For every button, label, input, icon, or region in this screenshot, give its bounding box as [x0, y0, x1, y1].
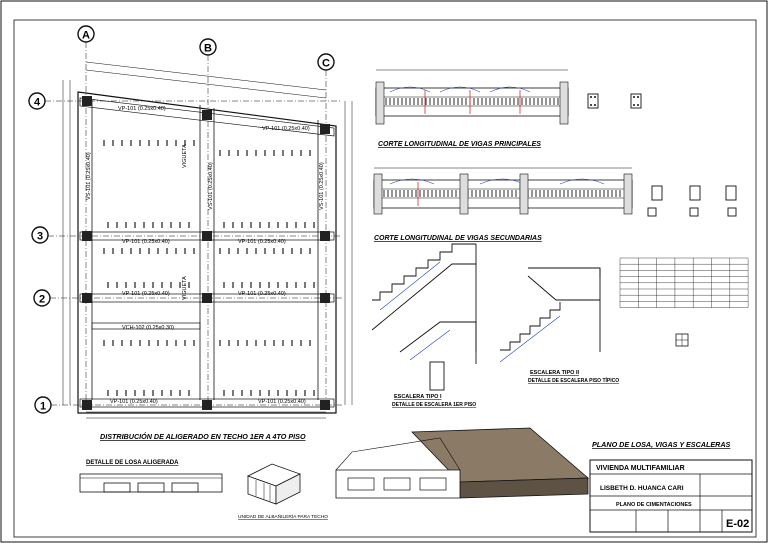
beam-label: VCH-102 (0.25x0.30) — [122, 325, 174, 331]
section-title: CORTE LONGITUDINAL DE VIGAS SECUNDARIAS — [374, 235, 542, 242]
dimension-lines — [62, 61, 353, 419]
small-detail — [675, 333, 689, 347]
vigueta-label: VIGUETA — [182, 276, 188, 300]
slab-outline — [77, 91, 337, 414]
slab-3d-section — [335, 427, 590, 499]
inner-border — [13, 19, 757, 538]
svg-text:2: 2 — [39, 294, 45, 306]
grid-bubble-b: B — [199, 38, 217, 56]
beam-label: VS-101 (0.25x0.40) — [319, 162, 325, 210]
stair-type-2: ESCALERA TIPO II DETALLE DE ESCALERA PIS… — [499, 267, 619, 384]
beam-label: VS-101 (0.25x0.40) — [208, 162, 214, 210]
plan-name: PLANO DE CIMENTACIONES — [616, 502, 692, 508]
detail-title: DETALLE DE LOSA ALIGERADA — [86, 460, 179, 466]
beam-label: VP-101 (0.25x0.40) — [122, 291, 170, 297]
floor-plan: A B C 4 3 2 1 — [28, 25, 353, 441]
slab-detail: DETALLE DE LOSA ALIGERADA — [79, 460, 223, 493]
project-name: VIVIENDA MULTIFAMILIAR — [596, 465, 685, 472]
stair-title: ESCALERA TIPO I — [394, 394, 442, 400]
beam-label: VP-101 (0.25x0.40) — [262, 126, 310, 132]
beam-label: VP-101 (0.25x0.40) — [258, 399, 306, 405]
stair-subtitle: DETALLE DE ESCALERA PISO TÍPICO — [528, 376, 619, 384]
beam-label: VP-101 (0.25x0.40) — [110, 399, 158, 405]
reinforcement-table — [619, 257, 749, 308]
beam-label: VS-101 (0.25x0.40) — [86, 152, 92, 200]
beam-label: VP-101 (0.25x0.40) — [238, 239, 286, 245]
grid-bubble-c: C — [317, 53, 335, 71]
svg-text:C: C — [322, 58, 330, 70]
joist-rebar-marks — [103, 140, 315, 396]
stair-subtitle: DETALLE DE ESCALERA 1ER PISO — [392, 402, 476, 408]
secondary-cross-sections — [647, 185, 737, 217]
stair-type-1: ESCALERA TIPO I DETALLE DE ESCALERA 1ER … — [371, 243, 477, 408]
beam-cross-sections — [587, 93, 642, 109]
title-block: VIVIENDA MULTIFAMILIAR LISBETH D. HUANCA… — [589, 459, 753, 533]
columns — [82, 96, 330, 410]
detail-title: UNIDAD DE ALBAÑILERÍA PARA TECHO — [238, 513, 328, 520]
beam-label: VP-101 (0.25x0.40) — [118, 106, 166, 112]
grid-bubble-4: 4 — [28, 92, 46, 110]
svg-text:3: 3 — [37, 231, 43, 243]
grid-bubble-2: 2 — [33, 289, 51, 307]
section-main-beams: CORTE LONGITUDINAL DE VIGAS PRINCIPALES — [375, 69, 642, 148]
svg-text:4: 4 — [34, 97, 41, 109]
sheet-subject-title: PLANO DE LOSA, VIGAS Y ESCALERAS — [592, 440, 731, 449]
vigueta-label: VIGUETA — [182, 144, 188, 168]
author-name: LISBETH D. HUANCA CARI — [600, 485, 684, 492]
grid-bubble-a: A — [77, 25, 95, 43]
section-secondary-beams: CORTE LONGITUDINAL DE VIGAS SECUNDARIAS — [373, 167, 737, 242]
grid-bubble-3: 3 — [31, 226, 49, 244]
svg-text:1: 1 — [40, 401, 46, 413]
svg-text:B: B — [204, 43, 212, 55]
plan-title: DISTRIBUCIÓN DE ALIGERADO EN TECHO 1ER A… — [100, 432, 306, 441]
beam-label: VP-101 (0.25x0.40) — [238, 291, 286, 297]
sheet-number: E-02 — [726, 518, 749, 530]
beam-label: VP-101 (0.25x0.40) — [122, 239, 170, 245]
masonry-unit: UNIDAD DE ALBAÑILERÍA PARA TECHO — [238, 463, 328, 520]
section-title: CORTE LONGITUDINAL DE VIGAS PRINCIPALES — [378, 141, 541, 148]
grid-bubble-1: 1 — [34, 396, 52, 414]
stair-title: ESCALERA TIPO II — [530, 370, 579, 376]
svg-text:A: A — [82, 30, 90, 42]
